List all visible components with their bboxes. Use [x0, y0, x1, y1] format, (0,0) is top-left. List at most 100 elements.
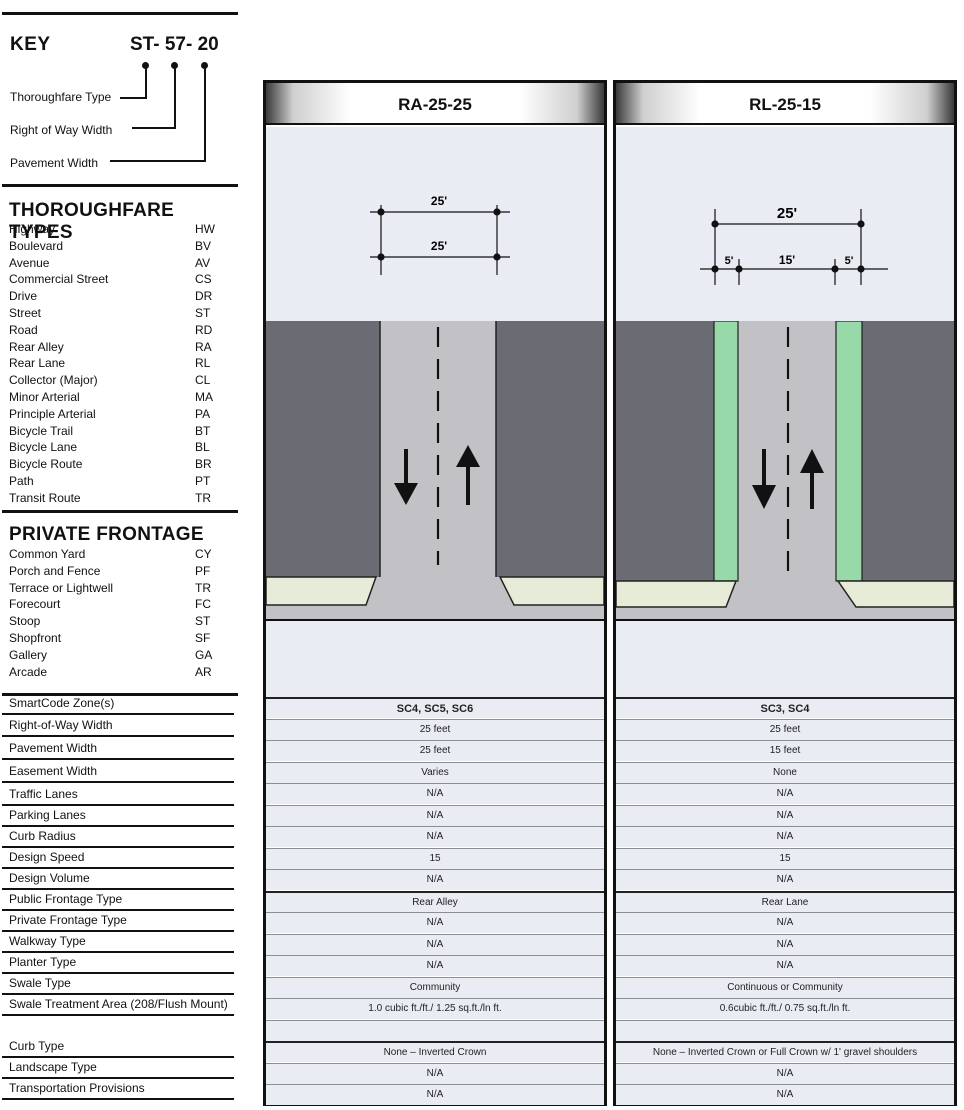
value-cell: N/A: [266, 869, 604, 890]
divider: [2, 951, 234, 953]
value-cell: N/A: [616, 1084, 954, 1105]
private-frontage-type-name: Shopfront: [9, 630, 62, 645]
private-frontage-type: Porch and Fence PF: [9, 563, 217, 580]
thoroughfare-type-code: CS: [195, 272, 212, 287]
dim-label: 25': [777, 205, 797, 222]
value-cell: N/A: [616, 1062, 954, 1084]
private-frontage-type-name: Stoop: [9, 614, 41, 629]
key-connector: [204, 68, 206, 162]
value-cell: 15 feet: [616, 740, 954, 761]
building-block: [862, 321, 954, 581]
parameter-label: Design Volume: [9, 871, 90, 885]
value-cell: N/A: [616, 826, 954, 847]
thoroughfare-type-name: Bicycle Lane: [9, 440, 78, 455]
divider: [2, 846, 234, 848]
parameter-label: Right-of-Way Width: [9, 718, 113, 732]
key-connector: [120, 97, 147, 99]
parameter-label: Pavement Width: [9, 741, 98, 755]
dimension-lines: 25' 25': [370, 194, 510, 275]
private-frontage-heading: PRIVATE FRONTAGE: [9, 524, 204, 545]
value-cell: N/A: [616, 869, 954, 890]
key-connector: [145, 68, 147, 98]
thoroughfare-type: Street ST: [9, 305, 217, 322]
divider: [2, 867, 234, 869]
sidewalk: [836, 580, 954, 608]
private-frontage-type-code: PF: [195, 563, 211, 578]
value-cell: N/A: [266, 783, 604, 804]
value-cell: SC3, SC4: [616, 697, 954, 718]
thoroughfare-type-name: Collector (Major): [9, 373, 98, 388]
sidewalk: [616, 580, 738, 608]
value-cell: 1.0 cubic ft./ft./ 1.25 sq.ft./ln ft.: [266, 998, 604, 1019]
value-cell: Rear Lane: [616, 890, 954, 912]
thoroughfare-type-code: BV: [195, 238, 212, 253]
private-frontage-type-name: Gallery: [9, 647, 48, 662]
value-cell: None – Inverted Crown or Full Crown w/ 1…: [616, 1041, 954, 1062]
divider: [2, 758, 234, 760]
thoroughfare-type-code: RL: [195, 356, 211, 371]
green-strip: [713, 321, 739, 582]
divider: [2, 1077, 234, 1079]
private-frontage-type-code: GA: [195, 647, 213, 662]
dim-label: 25': [431, 239, 447, 253]
arrow-up-icon: [456, 445, 480, 505]
value-cell: Community: [266, 976, 604, 998]
private-frontage-type-code: ST: [195, 614, 211, 629]
value-cell: N/A: [266, 955, 604, 976]
parameter-label: Private Frontage Type: [9, 913, 127, 927]
column-title: RL-25-15: [749, 95, 821, 114]
private-frontage-type: Stoop ST: [9, 613, 217, 630]
divider: [2, 1098, 234, 1100]
parameter-label: Curb Type: [9, 1039, 65, 1053]
parameter-label: Walkway Type: [9, 934, 86, 948]
street-section: [616, 321, 954, 621]
arrow-up-icon: [800, 449, 824, 509]
divider: [2, 909, 234, 911]
divider: [2, 781, 234, 783]
green-strip: [835, 321, 863, 582]
thoroughfare-type-code: RA: [195, 339, 212, 354]
key-label-pavement: Pavement Width: [10, 156, 99, 170]
thoroughfare-type-code: PA: [195, 406, 211, 421]
value-cell: N/A: [266, 804, 604, 826]
thoroughfare-type-name: Commercial Street: [9, 272, 109, 287]
divider: [616, 619, 954, 621]
column-header: RA-25-25: [266, 83, 604, 125]
private-frontage-type-name: Arcade: [9, 664, 48, 679]
dim-label: 5': [845, 255, 854, 267]
thoroughfare-type-code: CL: [195, 373, 211, 388]
parameter-label: Swale Type: [9, 976, 71, 990]
dimension-lines: 25' 5' 15' 5': [700, 205, 888, 285]
sidewalk: [266, 576, 378, 606]
thoroughfare-type-code: AV: [195, 255, 211, 270]
thoroughfare-type-code: ST: [195, 305, 211, 320]
dim-label: 15': [779, 253, 795, 267]
thoroughfare-type-code: HW: [195, 222, 215, 236]
private-frontage-type-name: Porch and Fence: [9, 563, 101, 578]
thoroughfare-type-name: Street: [9, 305, 42, 320]
value-cell: Continuous or Community: [616, 976, 954, 998]
building-block: [496, 321, 604, 577]
dimension-diagram: 25' 5' 15' 5': [616, 127, 954, 321]
divider: [2, 735, 234, 737]
thoroughfare-type-code: TR: [195, 490, 211, 505]
value-cell: 15: [616, 847, 954, 869]
blank-panel: [266, 621, 604, 697]
value-cell: N/A: [266, 826, 604, 847]
thoroughfare-type-name: Transit Route: [9, 490, 81, 505]
private-frontage-type-code: AR: [195, 664, 212, 679]
divider: [2, 993, 234, 995]
key-connector: [110, 160, 206, 162]
divider: [2, 12, 238, 15]
value-cell: Rear Alley: [266, 890, 604, 912]
value-cell: 0.6cubic ft./ft./ 0.75 sq.ft./ln ft.: [616, 998, 954, 1019]
divider: [2, 825, 234, 827]
thoroughfare-type-code: BR: [195, 457, 212, 472]
